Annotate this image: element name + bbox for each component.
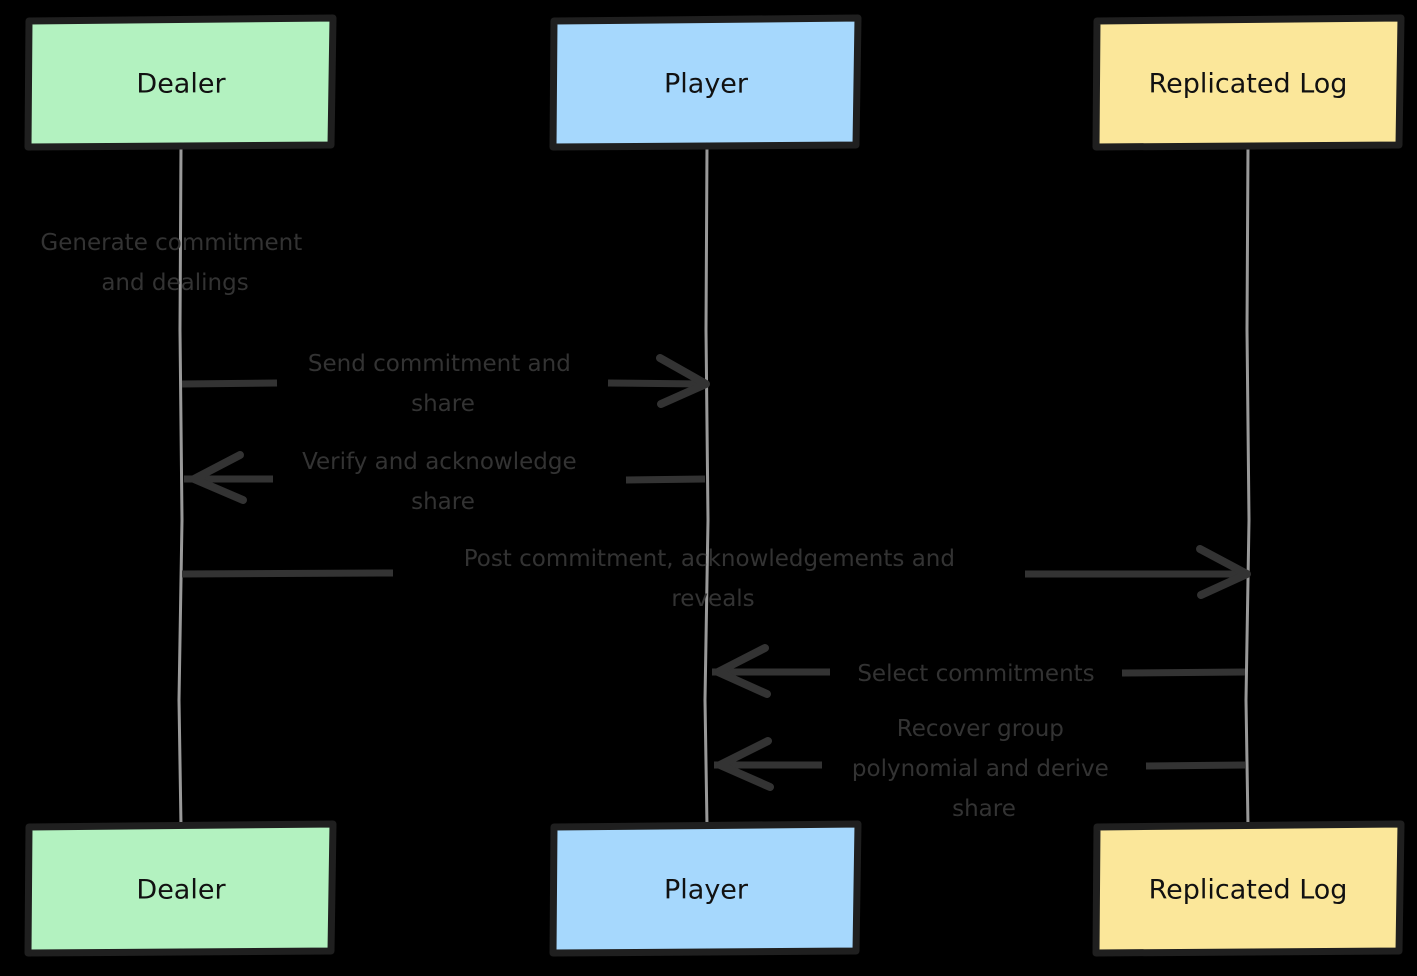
- arrowhead-right-icon: [1196, 545, 1251, 599]
- message-labels-group: Generate commitment and dealings Send co…: [40, 230, 1116, 822]
- lifeline-replicated-log: [1244, 145, 1251, 827]
- message-line: [181, 569, 394, 578]
- message-line: [1145, 761, 1246, 770]
- actor-box-outline: [549, 14, 862, 151]
- label-line: Verify and acknowledge: [302, 449, 577, 475]
- actor-label: Player: [664, 875, 749, 906]
- label-line: share: [411, 391, 475, 417]
- message-send-commitment-and-share: [181, 354, 710, 408]
- messages-group: [181, 354, 1251, 791]
- actor-box-replicated-log-top[interactable]: Replicated Log: [1092, 14, 1405, 151]
- actor-box-replicated-log-bottom[interactable]: Replicated Log: [1092, 820, 1405, 957]
- label-line: Select commitments: [857, 661, 1094, 687]
- label-line: and dealings: [101, 270, 248, 296]
- arrowhead-left-icon: [714, 644, 771, 698]
- actor-box-fill: [1097, 19, 1400, 146]
- actor-box-player-bottom[interactable]: Player: [549, 820, 862, 957]
- lifelines-group: [177, 145, 1251, 827]
- label-line: reveals: [671, 586, 754, 612]
- actor-boxes-bottom: Dealer Player Replicated Log: [24, 820, 1405, 957]
- label-line: polynomial and derive: [852, 756, 1109, 782]
- actor-box-fill: [29, 825, 333, 952]
- message-label-send-commitment-and-share: Send commitment and share: [308, 351, 578, 417]
- actor-box-fill: [554, 825, 857, 952]
- actor-box-player-top[interactable]: Player: [549, 14, 862, 151]
- message-label-verify-and-acknowledge-share: Verify and acknowledge share: [302, 449, 584, 515]
- label-line: share: [411, 489, 475, 515]
- arrowhead-left-icon: [716, 737, 774, 791]
- actor-label: Dealer: [136, 69, 226, 100]
- message-line: [625, 475, 706, 484]
- actor-boxes-top: Dealer Player Replicated Log: [24, 14, 1405, 151]
- arrowhead-left-icon: [190, 451, 247, 504]
- actor-label: Replicated Log: [1149, 875, 1348, 906]
- message-verify-and-acknowledge-share: [184, 451, 706, 504]
- message-line: [1121, 668, 1246, 677]
- lifeline-player: [703, 145, 710, 827]
- actor-box-dealer-bottom[interactable]: Dealer: [24, 820, 337, 957]
- message-recover-group-polynomial-and-derive-share: [714, 737, 1246, 791]
- message-label-post-commitment-acknowledgements-and-reveals: Post commitment, acknowledgements and re…: [464, 546, 963, 612]
- actor-box-outline: [24, 820, 337, 957]
- label-line: Recover group: [897, 716, 1064, 742]
- message-select-commitments: [712, 644, 1246, 698]
- arrowhead-right-icon: [656, 354, 710, 408]
- label-line: Generate commitment: [40, 230, 302, 256]
- actor-box-outline: [549, 820, 862, 957]
- message-label-select-commitments: Select commitments: [857, 661, 1094, 687]
- label-line: share: [952, 796, 1016, 822]
- actor-box-dealer-top[interactable]: Dealer: [24, 14, 337, 151]
- message-line: [607, 379, 705, 388]
- actor-label: Player: [664, 69, 749, 100]
- label-line: Post commitment, acknowledgements and: [464, 546, 955, 572]
- actor-label: Dealer: [136, 875, 226, 906]
- actor-box-outline: [24, 14, 337, 151]
- actor-box-fill: [1097, 825, 1400, 952]
- actor-box-outline: [1092, 14, 1405, 151]
- message-label-recover-group-polynomial-and-derive-share: Recover group polynomial and derive shar…: [852, 716, 1116, 822]
- message-line: [181, 379, 278, 388]
- actor-box-fill: [554, 19, 857, 146]
- message-post-commitment-acknowledgements-and-reveals: [181, 545, 1251, 599]
- actor-box-outline: [1092, 820, 1405, 957]
- actor-box-fill: [29, 19, 333, 146]
- self-note-label-dealer: Generate commitment and dealings: [40, 230, 309, 296]
- label-line: Send commitment and: [308, 351, 571, 377]
- lifeline-dealer: [177, 145, 184, 827]
- actor-label: Replicated Log: [1149, 69, 1348, 100]
